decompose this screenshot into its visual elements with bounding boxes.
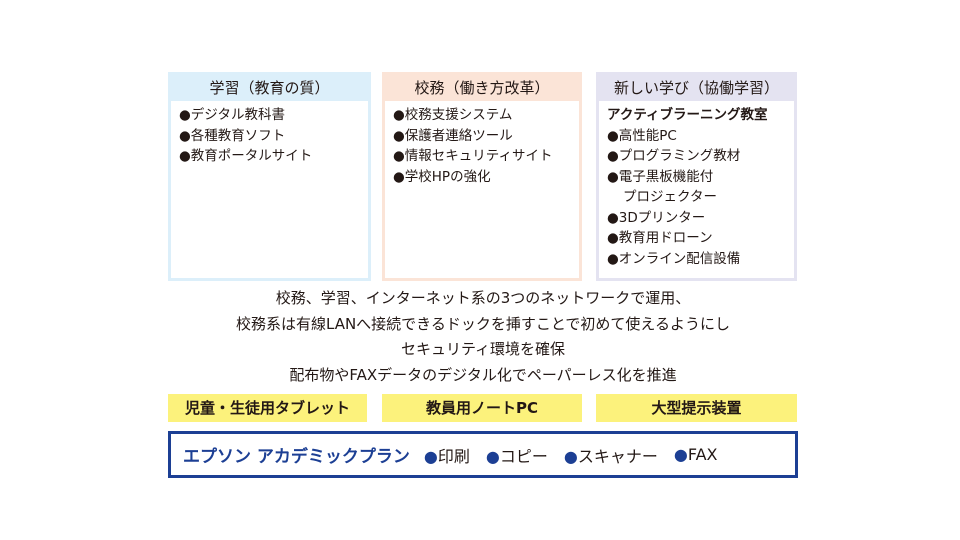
plan-name: エプソン アカデミックプラン [183,447,410,467]
description-line: 配布物やFAXデータのデジタル化でペーパーレス化を推進 [289,365,677,384]
device-teacher-pc: 教員用ノートPC [382,394,582,422]
description: 校務、学習、インターネット系の3つのネットワークで運用、 校務系は有線LANへ接… [168,286,798,388]
learning-header: 学習（教育の質） [171,75,368,101]
list-item: ●電子黒板機能付 [607,168,714,185]
school-affairs-header: 校務（働き方改革） [385,75,579,101]
list-item: ●3Dプリンター [607,209,706,226]
description-line: 校務、学習、インターネット系の3つのネットワークで運用、 [275,289,691,307]
school-affairs-box: 校務（働き方改革） ●校務支援システム ●保護者連絡ツール ●情報セキュリティサ… [382,72,582,281]
description-line: 校務系は有線LANへ接続できるドックを挿すことで初めて使えるようにし [236,314,730,333]
bullet-icon: ● [485,446,500,466]
list-item: ●プログラミング教材 [607,148,741,164]
list-item: プロジェクター [623,189,717,205]
feature-label: スキャナー [577,446,658,466]
list-subtitle: アクティブラーニング教室 [607,107,768,123]
plan-feature-fax: ●FAX [674,445,718,464]
plan-feature-copy: ●コピー [486,443,548,467]
new-learning-box: 新しい学び（協働学習） アクティブラーニング教室 ●高性能PC ●プログラミング… [596,72,797,281]
bullet-icon: ● [563,446,578,466]
feature-label: コピー [499,446,548,466]
list-item: ●校務支援システム [393,107,513,123]
list-item: ●デジタル教科書 [179,107,286,123]
bullet-icon: ● [423,446,438,466]
list-item: ●情報セキュリティサイト [393,148,553,164]
description-line: セキュリティ環境を確保 [400,340,566,358]
new-learning-header: 新しい学び（協働学習） [599,75,794,101]
plan-feature-print: ●印刷 [424,443,470,467]
device-student-tablet: 児童・生徒用タブレット [168,394,367,422]
plan-feature-scanner: ●スキャナー [564,443,658,467]
list-item: ●高性能PC [607,127,677,144]
list-item: ●保護者連絡ツール [393,127,513,144]
academic-plan-box: エプソン アカデミックプラン ●印刷 ●コピー ●スキャナー ●FAX [168,431,798,478]
list-item: ●各種教育ソフト [179,127,286,144]
device-display: 大型提示装置 [596,394,797,422]
list-item: ●学校HPの強化 [393,168,491,185]
list-item: ●教育ポータルサイト [179,148,313,164]
feature-label: 印刷 [437,446,470,466]
feature-label: FAX [687,445,718,464]
bullet-icon: ● [673,445,688,464]
list-item: ●教育用ドローン [607,230,713,246]
list-item: ●オンライン配信設備 [607,250,741,267]
learning-box: 学習（教育の質） ●デジタル教科書 ●各種教育ソフト ●教育ポータルサイト [168,72,371,281]
